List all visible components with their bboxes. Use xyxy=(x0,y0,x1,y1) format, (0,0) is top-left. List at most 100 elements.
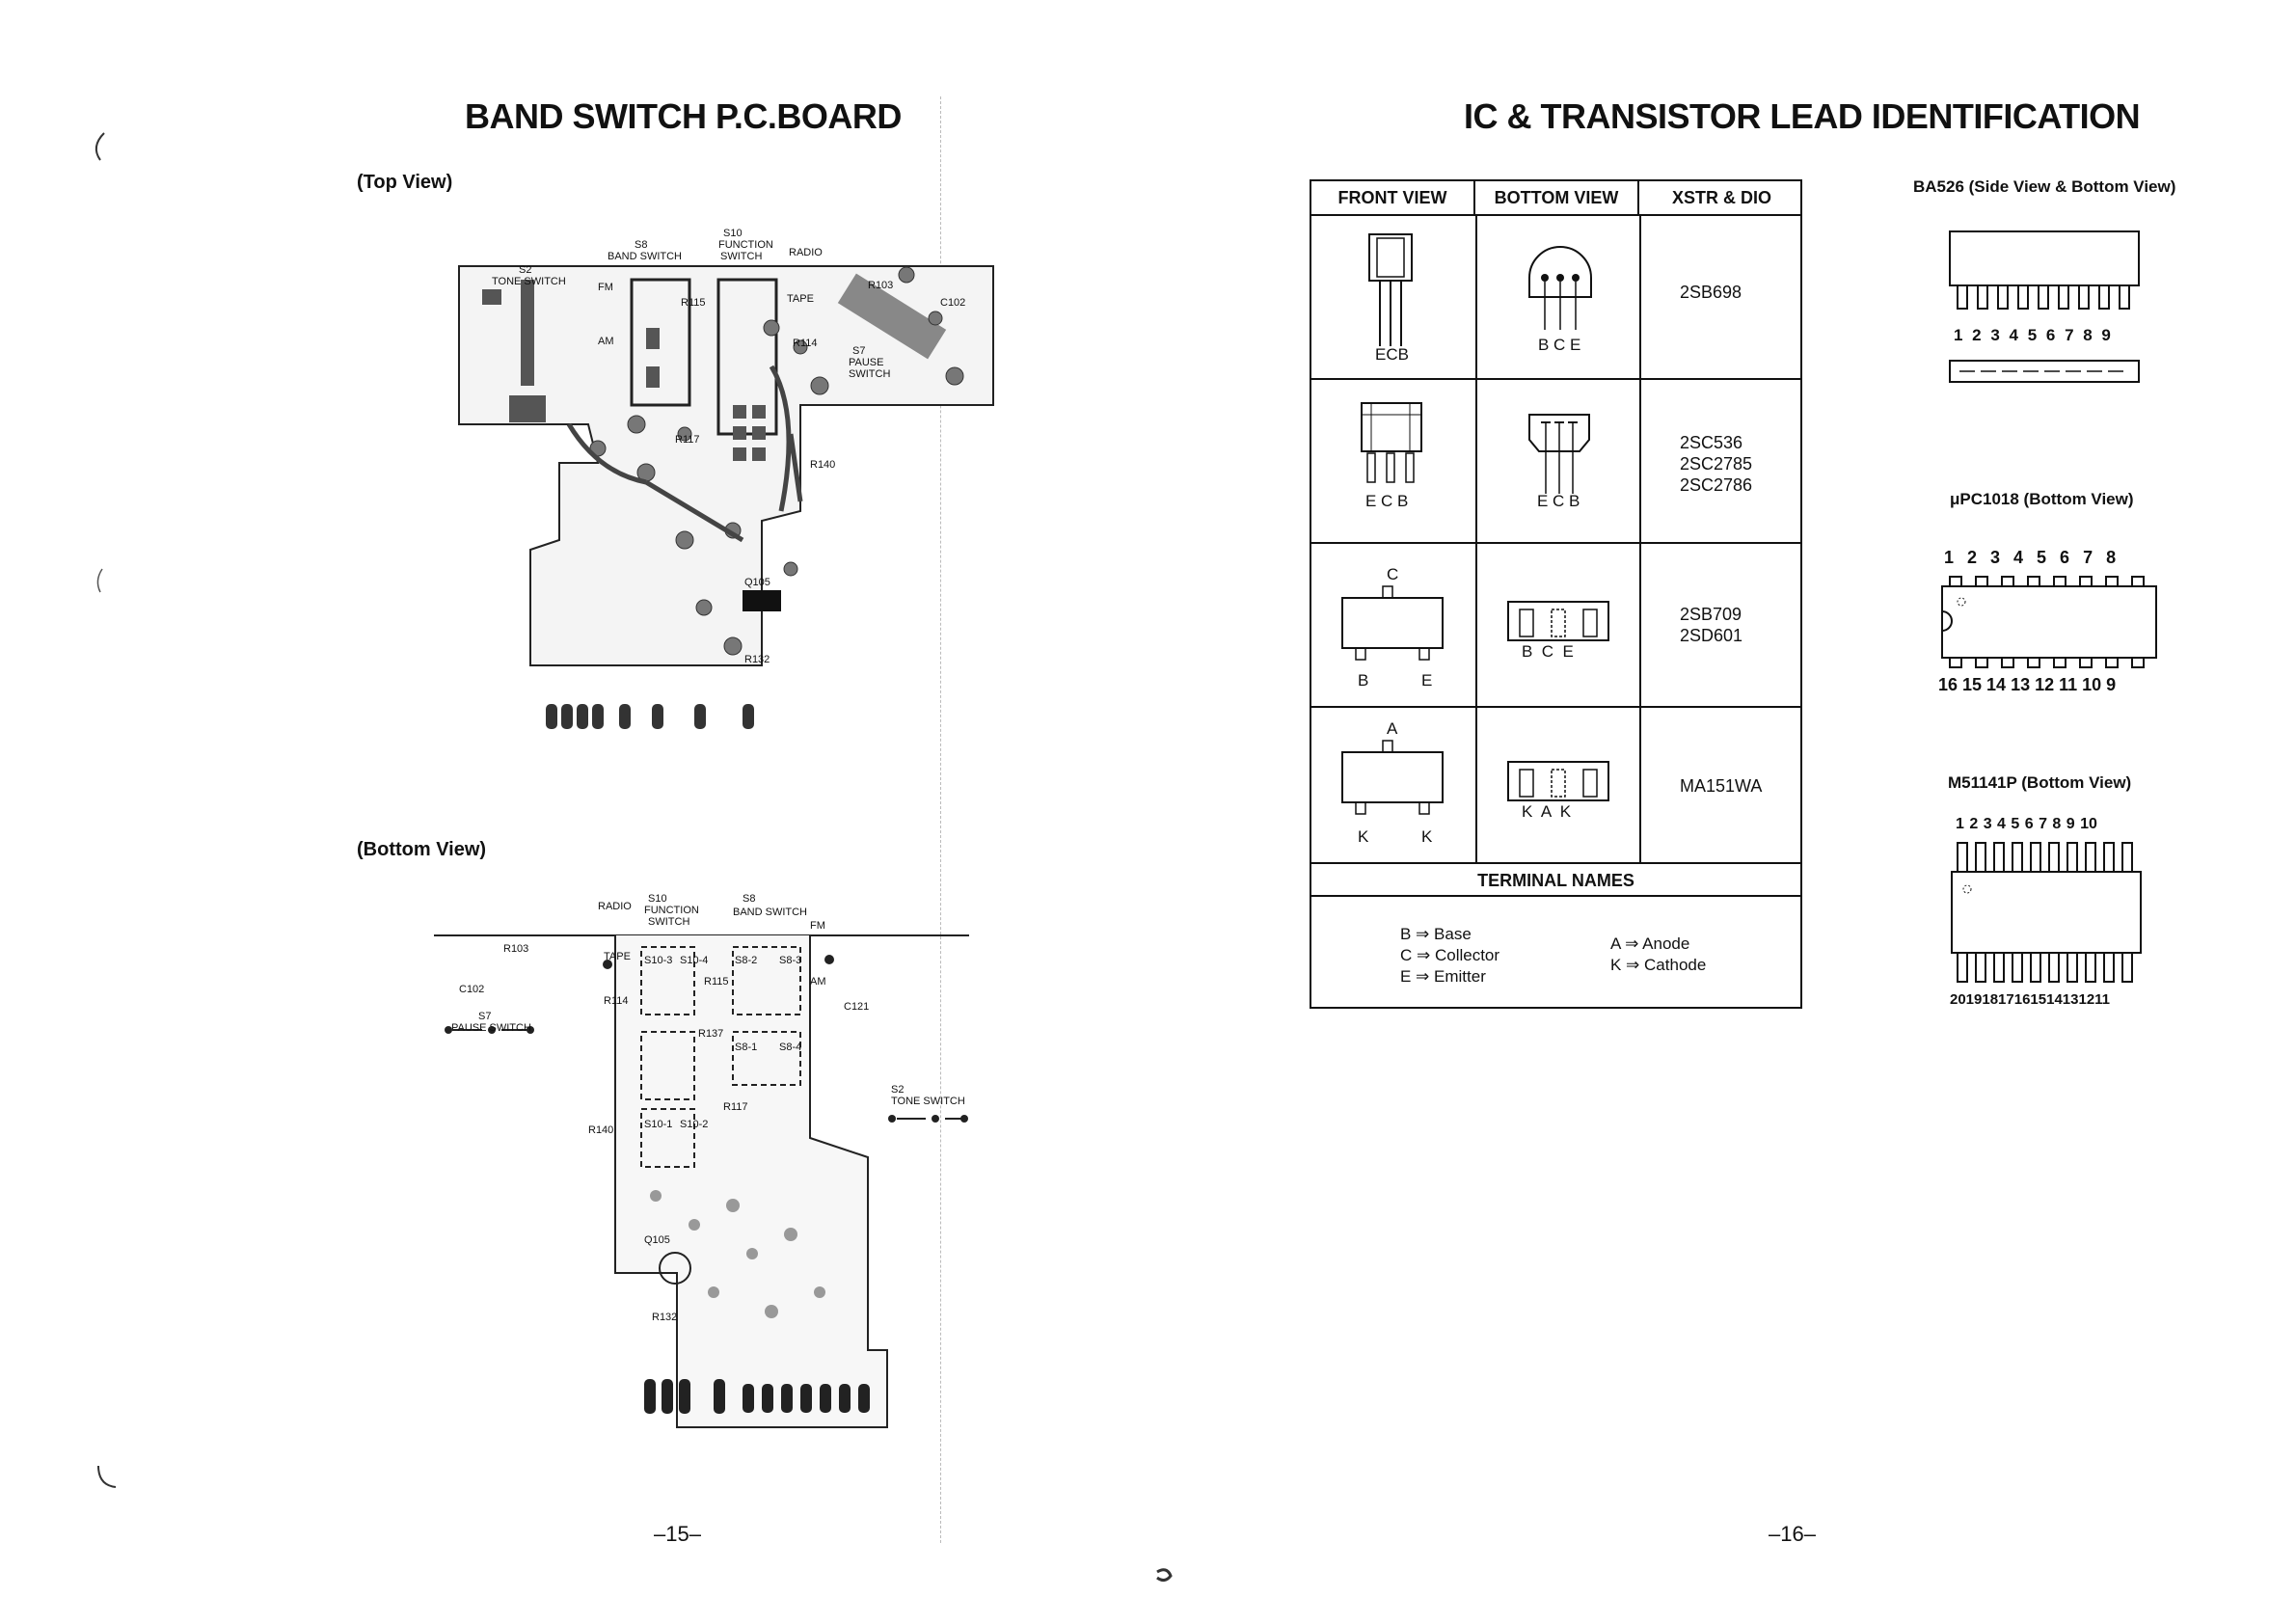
bot-r114-label: R114 xyxy=(604,995,629,1007)
m51141p-title: M51141P (Bottom View) xyxy=(1948,773,2132,792)
header-front-view: FRONT VIEW xyxy=(1311,181,1475,214)
ic-pin xyxy=(2012,952,2023,983)
top-tape-label: TAPE xyxy=(787,293,814,305)
top-q105-label: Q105 xyxy=(744,577,770,588)
bot-c102-label: C102 xyxy=(459,984,485,995)
sot-bottom-view xyxy=(1507,601,1609,641)
to126-bottom-view xyxy=(1528,414,1590,494)
to126-front-view xyxy=(1361,402,1422,483)
bot-r140-label: R140 xyxy=(588,1124,614,1136)
lead-identification-table: FRONT VIEW BOTTOM VIEW XSTR & DIO ECB B … xyxy=(1310,179,1802,1009)
rule xyxy=(1311,542,1800,544)
diode-front-view xyxy=(1341,740,1444,815)
top-fm-label: FM xyxy=(598,282,613,293)
rule xyxy=(1311,862,1800,864)
rule xyxy=(1311,706,1800,708)
bot-r115-label: R115 xyxy=(704,976,729,988)
ic-pin xyxy=(2085,952,2096,983)
ic-pin xyxy=(2030,842,2041,873)
ic-pin xyxy=(2030,952,2041,983)
top-view-heading: (Top View) xyxy=(357,172,453,193)
row4-front-right-pin: K xyxy=(1421,827,1433,846)
sot-front-view xyxy=(1341,585,1444,661)
bot-s10-name1: FUNCTION xyxy=(644,905,699,916)
ic-pin xyxy=(1975,952,1986,983)
bot-s10-name2: SWITCH xyxy=(648,916,690,928)
row1-bottom-pins: B C E xyxy=(1538,336,1581,354)
bot-s10-4-label: S10-4 xyxy=(680,955,709,966)
top-c102-label: C102 xyxy=(940,297,966,309)
top-s10-label: S10 xyxy=(723,228,743,239)
bot-c121-label: C121 xyxy=(844,1001,870,1013)
row3-front-top-pin: C xyxy=(1387,565,1399,583)
bot-s8-1-label: S8-1 xyxy=(735,1042,758,1053)
bot-s10-1-label: S10-1 xyxy=(644,1119,673,1130)
upc1018-top-pins: 1 2 3 4 5 6 7 8 xyxy=(1944,548,2117,567)
row4-front-left-pin: K xyxy=(1358,827,1369,846)
bot-s8-2-label: S8-2 xyxy=(735,955,758,966)
top-s8-name: BAND SWITCH xyxy=(608,251,682,262)
margin-bracket-marks xyxy=(95,132,117,1488)
top-r103-label: R103 xyxy=(868,280,894,291)
bot-q105-label: Q105 xyxy=(644,1234,670,1246)
ic-pin xyxy=(2066,842,2078,873)
header-bottom-view: BOTTOM VIEW xyxy=(1475,181,1639,214)
row2-front-pins: E C B xyxy=(1365,492,1409,510)
scan-marks xyxy=(1156,1568,1173,1583)
bot-s10-3-label: S10-3 xyxy=(644,955,673,966)
row4-parts: MA151WA xyxy=(1680,776,1763,796)
row3-parts: 2SB709 2SD601 xyxy=(1680,605,1743,645)
ic-pin xyxy=(1993,952,2005,983)
ic-pin xyxy=(2012,842,2023,873)
bot-s7-label: S7 xyxy=(478,1011,492,1022)
rule xyxy=(1311,214,1800,216)
bot-s8-4-label: S8-4 xyxy=(779,1042,802,1053)
rule xyxy=(1311,895,1800,897)
bottom-view-pcb: RADIO S10 FUNCTION SWITCH S8 BAND SWITCH… xyxy=(424,887,984,1428)
top-s7-label: S7 xyxy=(852,345,866,357)
bot-am-label: AM xyxy=(810,976,826,988)
bottom-view-heading: (Bottom View) xyxy=(357,839,487,860)
left-page-title: BAND SWITCH P.C.BOARD xyxy=(465,96,902,136)
ic-pin xyxy=(1957,842,1968,873)
bot-r132-label: R132 xyxy=(652,1312,678,1323)
top-s2-label: S2 xyxy=(519,264,532,276)
row1-parts: 2SB698 xyxy=(1680,283,1742,302)
bottom-view-pcb-drawing xyxy=(434,934,969,1428)
top-r115-label: R115 xyxy=(681,297,706,309)
top-r132-label: R132 xyxy=(744,654,770,665)
bot-r137-label: R137 xyxy=(698,1028,724,1040)
top-r114-label: R114 xyxy=(793,338,818,349)
to92-front-view xyxy=(1368,233,1413,346)
row2-bottom-pins: E C B xyxy=(1537,492,1580,510)
bot-r103-label: R103 xyxy=(503,943,529,955)
ic-pin xyxy=(2121,842,2133,873)
terminal-legend-left: B ⇒ Base C ⇒ Collector E ⇒ Emitter xyxy=(1400,925,1500,986)
top-s10-name2: SWITCH xyxy=(720,251,763,262)
m51141p-top-pins: 1 2 3 4 5 6 7 8 9 10 xyxy=(1956,816,2097,832)
ic-pin xyxy=(2103,842,2115,873)
terminal-names-title: TERMINAL NAMES xyxy=(1477,871,1634,890)
ba526-drawing xyxy=(1949,230,2140,383)
row2-parts: 2SC536 2SC2785 2SC2786 xyxy=(1680,433,1753,495)
top-radio-label: RADIO xyxy=(789,247,823,258)
upc1018-title: μPC1018 (Bottom View) xyxy=(1950,490,2134,508)
header-xstr-dio: XSTR & DIO xyxy=(1671,188,1771,207)
bot-r117-label: R117 xyxy=(723,1101,748,1113)
ic-pin xyxy=(2085,842,2096,873)
top-s8-label: S8 xyxy=(635,239,648,251)
ic-pin xyxy=(1975,842,1986,873)
upc1018-bottom-pins: 16 15 14 13 12 11 10 9 xyxy=(1938,675,2117,694)
bot-tape-label: TAPE xyxy=(604,951,631,962)
ic-pin xyxy=(2103,952,2115,983)
bot-radio-label: RADIO xyxy=(598,901,632,912)
to92-bottom-view xyxy=(1528,246,1592,330)
top-tone-label: TONE SWITCH xyxy=(492,276,566,287)
top-view-pcb-drawing xyxy=(458,265,994,729)
page-number-right: –16– xyxy=(1769,1522,1816,1546)
row3-front-left-pin: B xyxy=(1358,671,1369,690)
top-r117-label: R117 xyxy=(675,434,700,446)
rule xyxy=(1311,378,1800,380)
top-r140-label: R140 xyxy=(810,459,836,471)
top-pause-label: PAUSE xyxy=(849,357,884,368)
